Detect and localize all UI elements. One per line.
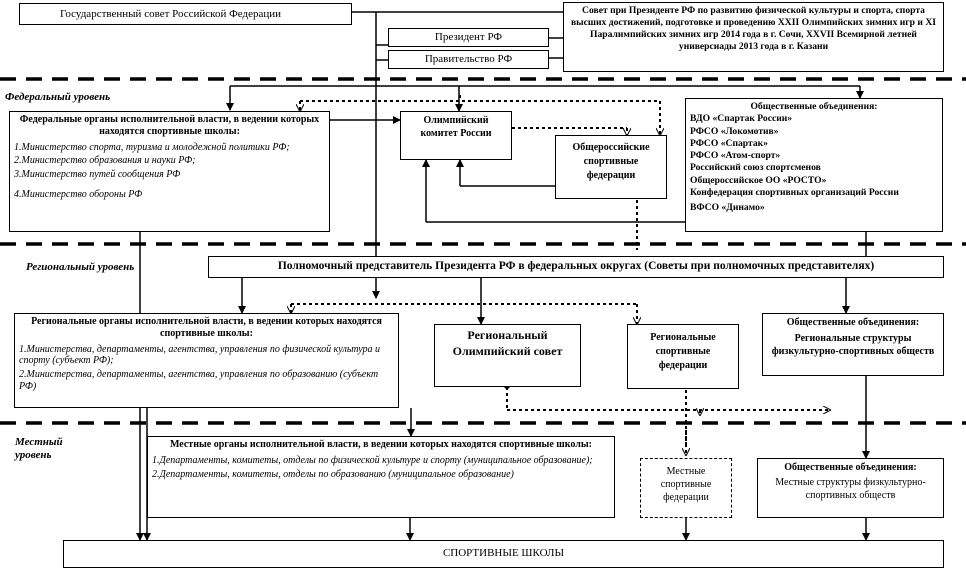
local-organ-item: 2.Департаменты, комитеты, отделы по обра… [152, 468, 514, 480]
state-council-box: Государственный совет Российской Федерац… [19, 3, 352, 25]
local-organs-title: Местные органы исполнительной власти, в … [169, 439, 592, 450]
envoy-text: Полномочный представитель Президента РФ … [277, 260, 875, 272]
federal-public-title: Общественные объединения: [750, 101, 878, 112]
local-organ-item: 1.Департаменты, комитеты, отделы по физи… [152, 454, 593, 466]
local-level-label: Местный уровень [15, 436, 63, 462]
federal-public-item: Российский союз спортсменов [690, 162, 821, 174]
council-president-box: Совет при Президенте РФ по развитию физи… [563, 2, 944, 72]
local-sport-fed-box: Местные спортивные федерации [640, 458, 732, 518]
federal-public-item: РФСО «Атом-спорт» [690, 150, 781, 162]
regional-organ-item: 1.Министерства, департаменты, агентства,… [19, 343, 381, 367]
regional-olympic-box: Региональный Олимпийский совет [434, 324, 581, 387]
envoy-box: Полномочный представитель Президента РФ … [208, 256, 944, 278]
federal-organ-item: 4.Министерство обороны РФ [14, 188, 143, 200]
federal-public-box: Общественные объединения: ВДО «Спартак Р… [685, 98, 943, 232]
president-box: Президент РФ [388, 28, 549, 47]
federal-level-label: Федеральный уровень [5, 91, 111, 103]
regional-sport-fed-text: Региональные спортивные федерации [650, 332, 716, 371]
council-president-text: Совет при Президенте РФ по развитию физи… [571, 5, 936, 52]
federal-olympic-text: Олимпийский комитет России [420, 115, 492, 139]
sports-schools-text: СПОРТИВНЫЕ ШКОЛЫ [442, 547, 565, 559]
regional-level-label: Региональный уровень [26, 261, 135, 273]
regional-public-text: Региональные структуры физкультурно-спор… [771, 333, 935, 357]
federal-public-item: РФСО «Спартак» [690, 137, 768, 149]
federal-organs-title: Федеральные органы исполнительной власти… [19, 114, 320, 137]
local-public-title: Общественные объединения: [784, 462, 917, 473]
federal-organs-box: Федеральные органы исполнительной власти… [9, 111, 330, 232]
regional-sport-fed-box: Региональные спортивные федерации [627, 324, 739, 389]
federal-organ-item: 3.Министерство путей сообщения РФ [14, 169, 181, 181]
regional-organs-title: Региональные органы исполнительной власт… [31, 316, 382, 339]
federal-sport-fed-text: Общероссийские спортивные федерации [572, 142, 650, 181]
regional-olympic-text: Региональный Олимпийский совет [452, 328, 563, 358]
state-council-text: Государственный совет Российской Федерац… [60, 8, 282, 20]
president-text: Президент РФ [434, 31, 503, 43]
sports-schools-box: СПОРТИВНЫЕ ШКОЛЫ [63, 540, 944, 568]
government-text: Правительство РФ [424, 53, 513, 65]
government-box: Правительство РФ [388, 50, 549, 69]
federal-organ-item: 1.Министерство спорта, туризма и молодеж… [14, 141, 290, 153]
local-public-text: Местные структуры физкультурно-спортивны… [775, 477, 926, 501]
federal-public-item: РФСО «Локомотив» [690, 125, 779, 137]
federal-organ-item: 2.Министерство образования и науки РФ; [14, 155, 196, 167]
regional-public-box: Общественные объединения: Региональные с… [762, 313, 944, 376]
regional-organs-box: Региональные органы исполнительной власт… [14, 313, 399, 408]
federal-public-item: ВДО «Спартак России» [690, 113, 793, 125]
local-public-box: Общественные объединения: Местные структ… [757, 458, 944, 518]
local-organs-box: Местные органы исполнительной власти, в … [147, 436, 615, 518]
federal-sport-fed-box: Общероссийские спортивные федерации [555, 135, 667, 199]
federal-public-item: ВФСО «Динамо» [690, 202, 765, 214]
local-sport-fed-text: Местные спортивные федерации [660, 466, 712, 503]
federal-olympic-box: Олимпийский комитет России [400, 111, 512, 160]
regional-public-title: Общественные объединения: [786, 317, 920, 328]
federal-public-item: Конфедерация спортивных организаций Росс… [690, 186, 899, 198]
level-separators [0, 77, 966, 425]
regional-organ-item: 2.Министерства, департаменты, агентства,… [19, 369, 379, 392]
federal-public-item: Общероссийское ОО «РОСТО» [690, 174, 827, 186]
